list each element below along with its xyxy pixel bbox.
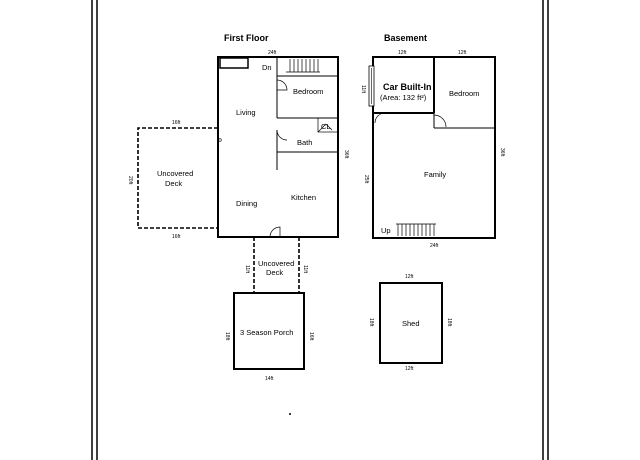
first-floor-title: First Floor — [224, 33, 269, 43]
door-basement-bedroom — [433, 114, 447, 128]
room-label-car: Car Built-In — [383, 82, 432, 92]
room-label-dining: Dining — [236, 199, 257, 208]
page-frame — [91, 0, 549, 460]
door-bedroom — [276, 79, 288, 91]
room-label-up: Up — [381, 226, 391, 235]
room-label-living: Living — [236, 108, 256, 117]
porch-right-dim: 16ft — [308, 332, 314, 341]
basement-stair — [396, 223, 436, 236]
shed-right-dim: 18ft — [446, 318, 452, 327]
first-floor-top-dim: 24ft — [268, 50, 277, 56]
left-deck-bottom-dim: 16ft — [172, 234, 181, 240]
first-floor-stair — [286, 59, 320, 73]
left-deck: 16ft 16ft 20ft Uncovered Deck — [127, 120, 218, 240]
basement-right-dim: 36ft — [499, 148, 505, 157]
stray-dot — [289, 413, 291, 415]
door-basement-car — [374, 112, 386, 124]
closet-box — [317, 117, 339, 133]
shed-plan: Shed 12ft 12ft 18ft 18ft — [368, 274, 452, 372]
room-label-bath: Bath — [297, 138, 312, 147]
room-label-car-area: (Area: 132 ft²) — [380, 93, 427, 102]
basement-title: Basement — [384, 33, 427, 43]
room-label-kitchen: Kitchen — [291, 193, 316, 202]
left-deck-left-dim: 20ft — [127, 176, 133, 185]
basement-left-dim: 25ft — [363, 175, 369, 184]
bottom-deck-label-2: Deck — [266, 268, 283, 277]
shed-top-dim: 12ft — [405, 274, 414, 280]
shed-bottom-dim: 12ft — [405, 366, 414, 372]
basement-plan: Basement 12ft 12ft Car Built-In — [360, 33, 505, 249]
door-back — [269, 226, 281, 238]
bottom-deck-right-dim: 11ft — [302, 265, 308, 274]
basement-bottom-dim: 24ft — [430, 243, 439, 249]
left-deck-top-dim: 16ft — [172, 120, 181, 126]
room-label-closet: CL — [321, 122, 331, 131]
porch-bottom-dim: 14ft — [265, 376, 274, 382]
basement-left-small-dim: 11ft — [360, 85, 366, 94]
room-label-family: Family — [424, 170, 446, 179]
first-floor-dn-label: Dn — [262, 63, 272, 72]
room-label-bedroom-2: Bedroom — [449, 89, 479, 98]
first-floor-plan: First Floor 24ft 36ft Dn — [217, 33, 349, 238]
bottom-deck-left-dim: 11ft — [244, 265, 250, 274]
porch-left-dim: 18ft — [224, 332, 230, 341]
left-deck-label-1: Uncovered — [157, 169, 193, 178]
first-floor-outline — [217, 56, 339, 238]
bottom-deck-label-1: Uncovered — [258, 259, 294, 268]
basement-top-left-dim: 12ft — [398, 50, 407, 56]
left-deck-label-2: Deck — [165, 179, 182, 188]
season-porch: 3 Season Porch 18ft 16ft 14ft — [224, 292, 314, 382]
room-label-bedroom-1: Bedroom — [293, 87, 323, 96]
first-floor-fixture — [219, 57, 249, 69]
door-bath — [276, 129, 288, 141]
bottom-deck: 11ft 11ft Uncovered Deck — [244, 237, 308, 293]
first-floor-right-dim: 36ft — [343, 150, 349, 159]
shed-label: Shed — [402, 319, 420, 328]
basement-top-right-dim: 12ft — [458, 50, 467, 56]
shed-left-dim: 18ft — [368, 318, 374, 327]
porch-label: 3 Season Porch — [240, 328, 293, 337]
